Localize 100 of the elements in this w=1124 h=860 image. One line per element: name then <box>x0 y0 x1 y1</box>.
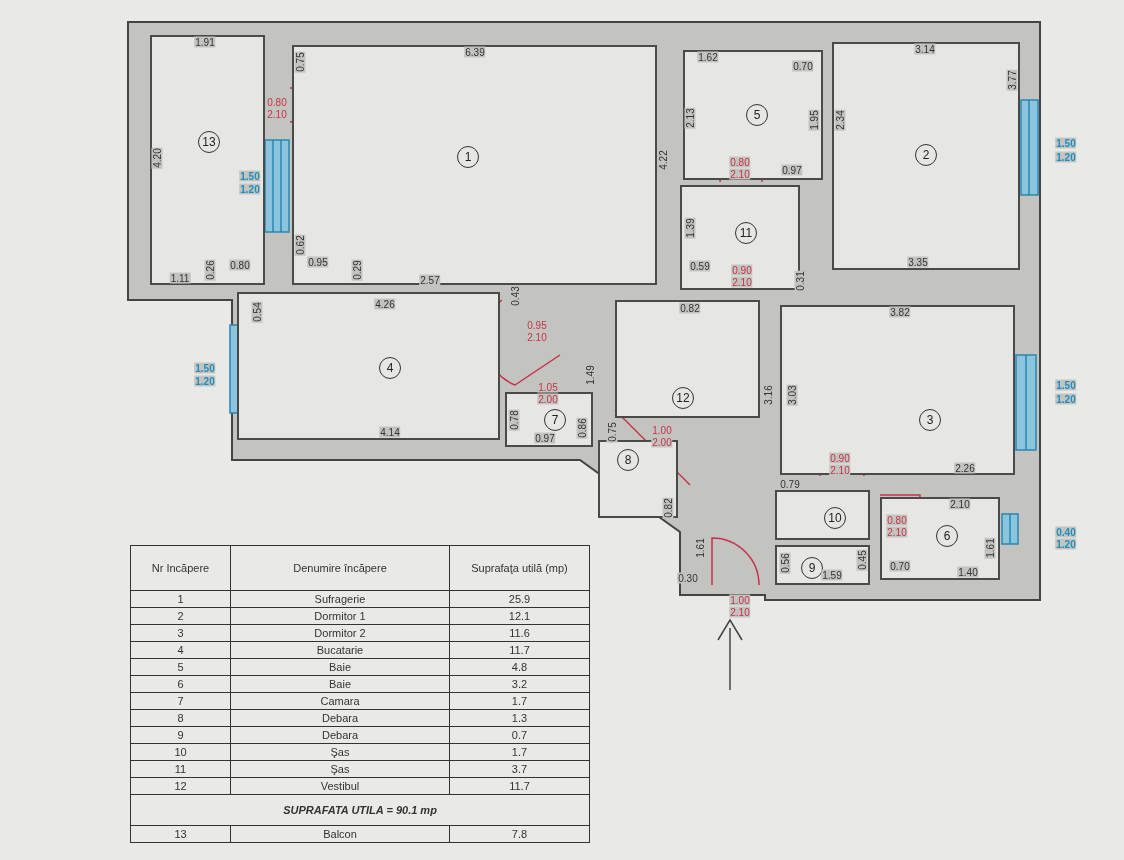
column-header: Nr Incăpere <box>130 545 231 591</box>
window-size-label: 1.20 <box>1055 538 1077 550</box>
door-size-label: 2.10 <box>829 464 851 476</box>
door-size-label: 2.00 <box>537 393 559 405</box>
table-cell: 11 <box>130 760 231 778</box>
dimension-label: 1.40 <box>957 566 979 578</box>
column-header: Denumire încăpere <box>230 545 450 591</box>
dimension-label: 1.61 <box>984 537 996 559</box>
table-cell: 7 <box>130 692 231 710</box>
table-cell: 11.7 <box>449 641 590 659</box>
table-cell: 11.7 <box>449 777 590 795</box>
door-size-label: 2.10 <box>731 276 753 288</box>
table-cell: 1 <box>130 590 231 608</box>
dimension-label: 0.59 <box>689 260 711 272</box>
room-area <box>775 545 870 585</box>
dimension-label: 0.70 <box>792 60 814 72</box>
table-cell: 10 <box>130 743 231 761</box>
table-cell: 12.1 <box>449 607 590 625</box>
table-cell: Dormitor 2 <box>230 624 450 642</box>
table-cell: 1.7 <box>449 692 590 710</box>
dimension-label: 1.49 <box>584 364 596 386</box>
dimension-label: 0.70 <box>889 560 911 572</box>
room-area <box>832 42 1020 270</box>
dimension-label: 2.57 <box>419 274 441 286</box>
door-size-label: 2.10 <box>266 108 288 120</box>
dimension-label: 4.20 <box>151 147 163 169</box>
table-cell: 11.6 <box>449 624 590 642</box>
table-cell: 1.7 <box>449 743 590 761</box>
dimension-label: 0.97 <box>534 432 556 444</box>
table-cell: 1.3 <box>449 709 590 727</box>
door-size-label: 0.80 <box>729 156 751 168</box>
dimension-label: 0.78 <box>508 409 520 431</box>
dimension-label: 0.30 <box>677 572 699 584</box>
door-size-label: 2.10 <box>729 168 751 180</box>
dimension-label: 2.34 <box>834 109 846 131</box>
table-cell: 3 <box>130 624 231 642</box>
room-number: 7 <box>544 409 566 431</box>
table-cell: Baie <box>230 675 450 693</box>
table-cell: Şas <box>230 760 450 778</box>
room-area <box>237 292 500 440</box>
door-size-label: 0.80 <box>266 96 288 108</box>
table-cell: Baie <box>230 658 450 676</box>
dimension-label: 1.11 <box>169 272 191 284</box>
room-number: 4 <box>379 357 401 379</box>
total-cell: SUPRAFATA UTILA = 90.1 mp <box>130 794 590 826</box>
dimension-label: 2.13 <box>684 107 696 129</box>
dimension-label: 1.62 <box>697 51 719 63</box>
dimension-label: 0.80 <box>229 259 251 271</box>
room-area <box>880 497 1000 580</box>
room-number: 13 <box>198 131 220 153</box>
window-size-label: 1.50 <box>1055 379 1077 391</box>
table-cell: 25.9 <box>449 590 590 608</box>
dimension-label: 3.35 <box>907 256 929 268</box>
dimension-label: 3.14 <box>914 43 936 55</box>
dimension-label: 0.97 <box>781 164 803 176</box>
room-area <box>780 305 1015 475</box>
table-cell: 9 <box>130 726 231 744</box>
door-size-label: 0.90 <box>731 264 753 276</box>
table-cell: 4.8 <box>449 658 590 676</box>
room-number: 5 <box>746 104 768 126</box>
window-size-label: 1.20 <box>1055 151 1077 163</box>
dimension-label: 3.82 <box>889 306 911 318</box>
dimension-label: 0.86 <box>576 417 588 439</box>
table-cell: Debara <box>230 709 450 727</box>
table-cell: Debara <box>230 726 450 744</box>
door-size-label: 0.80 <box>886 514 908 526</box>
dimension-label: 0.79 <box>779 478 801 490</box>
room-area <box>775 490 870 540</box>
room-number: 10 <box>824 507 846 529</box>
room-area <box>598 440 678 518</box>
door-size-label: 2.10 <box>526 331 548 343</box>
table-cell: Vestibul <box>230 777 450 795</box>
room-area <box>683 50 823 180</box>
room-number: 6 <box>936 525 958 547</box>
table-cell: Sufragerie <box>230 590 450 608</box>
table-cell: Bucatarie <box>230 641 450 659</box>
table-cell: 0.7 <box>449 726 590 744</box>
table-cell: Camara <box>230 692 450 710</box>
room-number: 12 <box>672 387 694 409</box>
table-cell: 4 <box>130 641 231 659</box>
dimension-label: 0.75 <box>606 421 618 443</box>
dimension-label: 6.39 <box>464 46 486 58</box>
dimension-label: 0.82 <box>662 497 674 519</box>
dimension-label: 0.82 <box>679 302 701 314</box>
door-size-label: 2.00 <box>651 436 673 448</box>
table-cell: 13 <box>130 825 231 843</box>
dimension-label: 1.39 <box>684 217 696 239</box>
dimension-label: 1.95 <box>808 109 820 131</box>
dimension-label: 0.26 <box>204 259 216 281</box>
room-area <box>505 392 593 447</box>
column-header: Suprafaţa utilă (mp) <box>449 545 590 591</box>
dimension-label: 1.91 <box>194 36 216 48</box>
dimension-label: 0.56 <box>779 552 791 574</box>
dimension-label: 0.43 <box>509 285 521 307</box>
dimension-label: 4.26 <box>374 298 396 310</box>
dimension-label: 4.14 <box>379 426 401 438</box>
dimension-label: 0.75 <box>294 51 306 73</box>
table-cell: 5 <box>130 658 231 676</box>
room-number: 3 <box>919 409 941 431</box>
table-cell: 2 <box>130 607 231 625</box>
